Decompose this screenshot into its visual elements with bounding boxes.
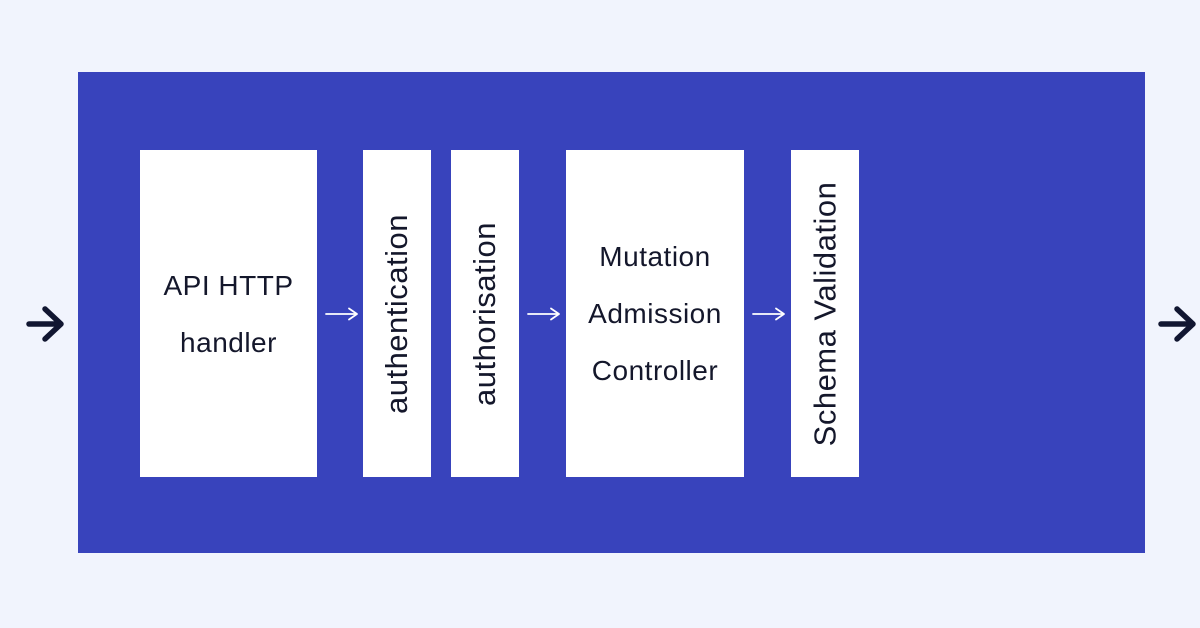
connector-arrow-icon: [527, 306, 561, 322]
node-label-vertical: authentication: [379, 213, 415, 414]
node-label-line: handler: [180, 326, 277, 358]
node-api-http-handler: API HTTP handler: [140, 150, 317, 477]
connector-arrow-icon: [325, 306, 359, 322]
node-label-line: Controller: [591, 355, 719, 386]
node-authorisation: authorisation: [451, 150, 519, 477]
connector-arrow-icon: [752, 306, 786, 322]
node-mutation-admission-controller: Mutation Admission Controller: [566, 150, 744, 477]
node-label-line: Admission: [588, 298, 722, 329]
entry-arrow-icon: [26, 304, 66, 344]
node-label-vertical: authorisation: [467, 221, 503, 406]
node-label-line: Mutation: [599, 241, 711, 272]
node-schema-validation: Schema Validation: [791, 150, 859, 477]
exit-arrow-icon: [1158, 304, 1198, 344]
node-authentication: authentication: [363, 150, 431, 477]
node-label-line: API HTTP: [163, 269, 294, 301]
node-label-vertical: Schema Validation: [807, 181, 843, 446]
